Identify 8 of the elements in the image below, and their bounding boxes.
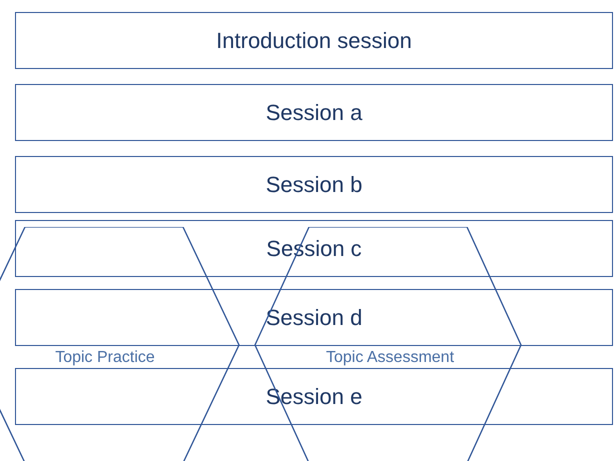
- hexagon-outline: [254, 227, 522, 461]
- session-box: Session a: [15, 84, 613, 141]
- session-box: Session d: [15, 289, 613, 346]
- hexagon-label: Topic Practice: [54, 349, 156, 366]
- hexagon-outline: [0, 227, 240, 461]
- session-box: Session b: [15, 156, 613, 213]
- session-box: Introduction session: [15, 12, 613, 69]
- hexagon-label: Topic Assessment: [324, 349, 456, 366]
